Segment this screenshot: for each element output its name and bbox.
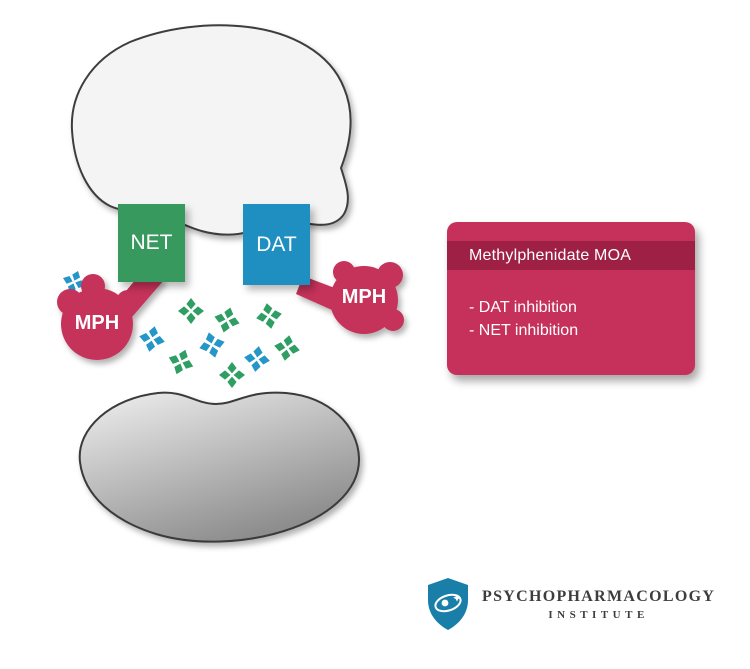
dat-transporter: DAT bbox=[243, 204, 310, 285]
neurotransmitter-blue-icon bbox=[196, 329, 228, 361]
neurotransmitter-green-icon bbox=[211, 304, 243, 336]
neurotransmitter-green-icon bbox=[219, 362, 245, 388]
moa-info-title: Methylphenidate MOA bbox=[447, 241, 695, 270]
institute-logo: PSYCHOPHARMACOLOGY INSTITUTE bbox=[424, 576, 715, 632]
moa-item-net: - NET inhibition bbox=[469, 322, 579, 339]
neurotransmitter-blue-icon bbox=[242, 344, 272, 374]
neurotransmitter-green-icon bbox=[253, 300, 285, 332]
mph-left-label: MPH bbox=[74, 312, 120, 334]
neurotransmitter-green-icon bbox=[164, 345, 198, 379]
logo-subname: INSTITUTE bbox=[548, 608, 649, 621]
institute-logo-text: PSYCHOPHARMACOLOGY INSTITUTE bbox=[482, 588, 715, 621]
logo-name: PSYCHOPHARMACOLOGY bbox=[482, 587, 716, 605]
moa-info-list: - DAT inhibition - NET inhibition bbox=[447, 296, 695, 342]
mph-right-label: MPH bbox=[341, 286, 387, 308]
net-transporter: NET bbox=[118, 204, 185, 282]
neurotransmitter-green-icon bbox=[178, 298, 204, 324]
neurotransmitter-cluster bbox=[136, 298, 303, 388]
moa-info-box: Methylphenidate MOA - DAT inhibition - N… bbox=[447, 222, 695, 375]
neurotransmitter-blue-icon bbox=[136, 323, 168, 355]
moa-item-dat: - DAT inhibition bbox=[469, 299, 577, 316]
institute-shield-icon bbox=[428, 578, 468, 630]
net-label: NET bbox=[130, 231, 173, 254]
neurotransmitter-green-icon bbox=[271, 332, 303, 364]
postsynaptic-neuron bbox=[78, 391, 361, 543]
dat-label: DAT bbox=[256, 232, 297, 256]
